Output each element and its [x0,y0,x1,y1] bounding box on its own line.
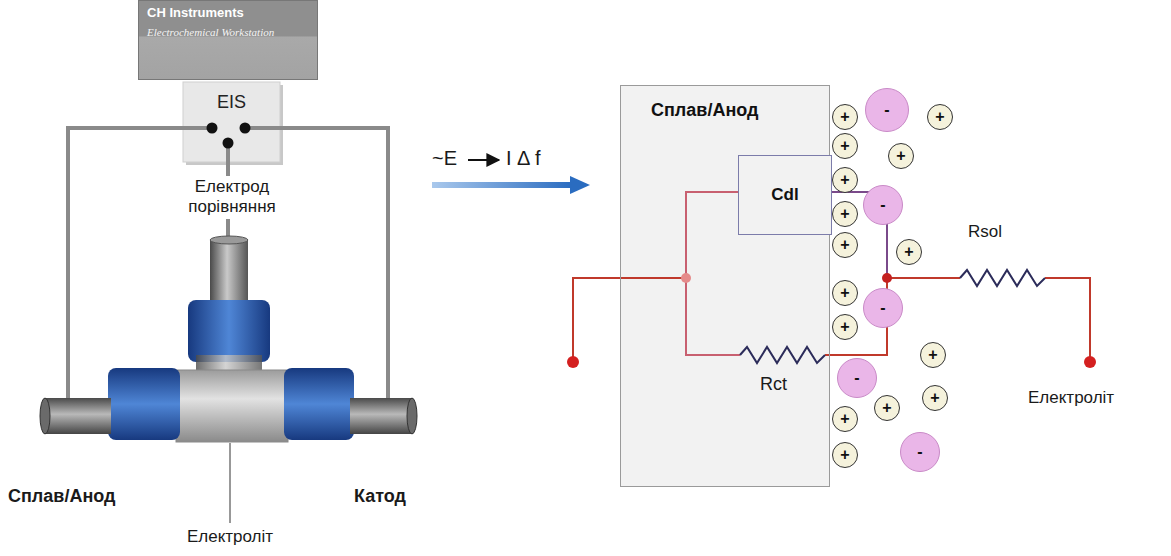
cation-circle: + [888,143,914,169]
eis-panel-box: EIS [183,82,280,170]
transition-arrowhead [570,176,590,194]
ion-sign: + [928,347,937,363]
circuit-wire [686,278,740,355]
ion-sign: + [840,411,849,427]
ion-sign: - [880,197,885,213]
fitting-nut [284,368,354,440]
signal-label: I Δ f [506,146,540,170]
ion-sign: + [840,237,849,253]
cation-circle: + [832,442,858,468]
cation-circle: + [832,406,858,432]
ion-sign: + [840,447,849,463]
electrode-label: Сплав/Анод [8,486,115,508]
terminal [240,123,251,134]
electrolyte-label: Електроліт [170,527,290,547]
anion-circle: - [900,432,940,472]
terminal [223,138,234,149]
ion-sign: + [882,400,891,416]
box-text: Сплав/Анод [651,100,819,121]
circuit-wire [887,277,960,279]
terminal [207,123,218,134]
anion-circle: - [863,185,903,225]
anode-electrode [45,398,111,434]
box-text: EIS [217,92,246,170]
electrode-label: Електрод порівняння [160,176,304,219]
circuit-wire [1045,278,1090,362]
electrode-label: Катод [354,486,406,508]
reference-electrode [210,240,248,304]
anion-circle: - [837,358,877,398]
junction-dot [882,273,892,283]
signal-label: ~E [432,146,457,170]
t-cell-body [176,370,288,442]
cation-circle: + [874,395,900,421]
electrode-end [40,398,50,434]
terminal-dot [567,356,579,368]
cation-circle: + [832,104,858,130]
anion-circle: - [863,288,903,328]
cathode-electrode [350,398,412,434]
ion-sign: + [840,109,849,125]
electrode-end [407,398,417,434]
electrode-end [210,236,248,244]
transition-arrow [432,182,572,188]
anion-circle: - [865,88,909,132]
anode-region [620,85,830,487]
ion-sign: - [917,444,922,460]
cation-circle: + [832,167,858,193]
box-text: CH Instruments [147,5,309,20]
cation-circle: + [832,314,858,340]
ion-sign: - [880,300,885,316]
ion-sign: - [854,370,859,386]
cation-circle: + [832,232,858,258]
cation-circle: + [832,280,858,306]
ion-sign: + [930,390,939,406]
terminal-dot [1084,356,1096,368]
leader-line [230,443,231,523]
ion-sign: + [840,206,849,222]
ion-sign: - [884,102,889,118]
ion-sign: + [904,244,913,260]
signal-arrow [468,159,499,161]
ion-sign: + [840,172,849,188]
ion-sign: + [840,138,849,154]
cation-circle: + [832,133,858,159]
junction-dot [681,273,691,283]
resistor-symbol [740,347,825,363]
cation-circle: + [920,342,946,368]
resistor-symbol [960,270,1045,286]
capacitor-box: Cdl [738,155,832,235]
circuit-wire [573,278,686,362]
fitting-nut [108,368,180,440]
box-text: Electrochemical Workstation [147,26,309,38]
ion-sign: + [840,285,849,301]
resistor-label: Rct [760,374,787,396]
resistor-label: Rsol [968,222,1002,242]
ion-sign: + [896,148,905,164]
workstation-box: CH InstrumentsElectrochemical Workstatio… [138,0,318,80]
cation-circle: + [832,201,858,227]
cation-circle: + [922,385,948,411]
circuit-wire [686,192,738,278]
electrolyte-label: Електроліт [1028,388,1114,408]
cation-circle: + [927,104,953,130]
box-text: Cdl [771,185,798,205]
ion-sign: + [935,109,944,125]
anode-region-box: Сплав/АнодCdl [620,85,830,487]
fitting-nut [188,300,270,362]
cation-circle: + [896,239,922,265]
ion-sign: + [840,319,849,335]
